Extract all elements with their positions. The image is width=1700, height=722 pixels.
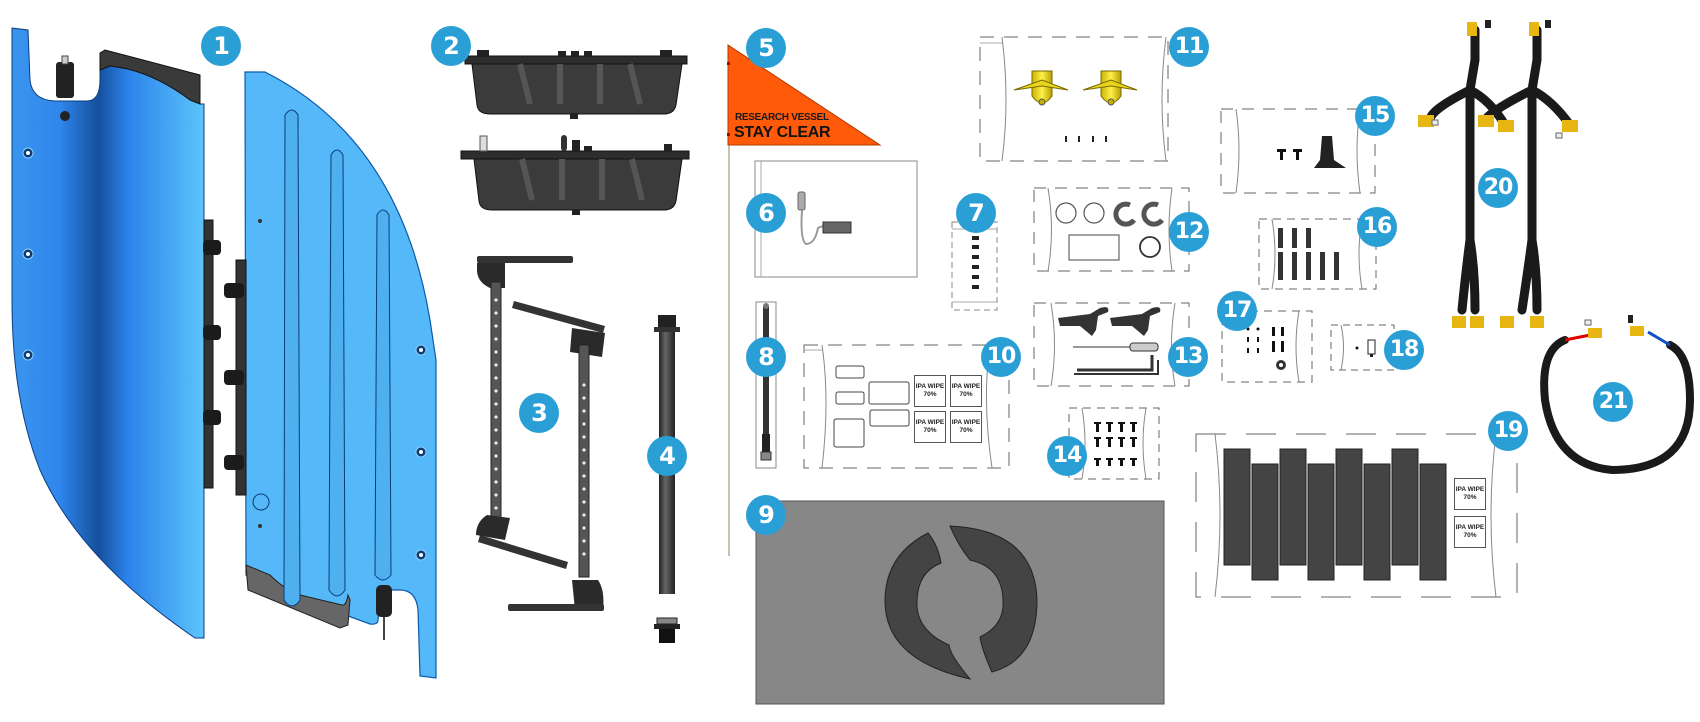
callout-badge-17: 17: [1217, 291, 1257, 331]
wiring-harness-1: [1418, 20, 1514, 328]
mast-pole: [654, 315, 680, 643]
wipe-line2: 70%: [959, 391, 973, 398]
fastener-strip-bag: [951, 221, 998, 311]
callout-badge-16: 16: [1357, 207, 1397, 247]
callout-badge-19: 19: [1488, 411, 1528, 451]
callout-badge-10: 10: [981, 337, 1021, 377]
callout-badge-5: 5: [746, 28, 786, 68]
callout-badge-3: 3: [519, 393, 559, 433]
wipe-line2: 70%: [1463, 532, 1477, 539]
callout-badge-6: 6: [746, 193, 786, 233]
antenna: [755, 301, 777, 469]
connectors-bag: [1258, 218, 1377, 290]
callout-badge-4: 4: [647, 436, 687, 476]
wipe-line2: 70%: [923, 391, 937, 398]
o-rings-bag: [1033, 187, 1190, 272]
wipe-line2: 70%: [923, 427, 937, 434]
callout-badge-2: 2: [431, 26, 471, 66]
wipe-line2: 70%: [959, 427, 973, 434]
callout-badge-11: 11: [1169, 27, 1209, 67]
wipe-line1: IPA WIPE: [951, 419, 981, 426]
callout-badge-15: 15: [1355, 96, 1395, 136]
wipe-line1: IPA WIPE: [951, 383, 981, 390]
enclosure-top: [464, 50, 688, 119]
foam-insert: [755, 500, 1165, 705]
tools-bag: [1033, 302, 1190, 387]
hull-panel-left: [11, 27, 221, 639]
callout-badge-18: 18: [1384, 330, 1424, 370]
wipe-line1: IPA WIPE: [915, 383, 945, 390]
thrusters-bag: [979, 36, 1169, 162]
hull-panel-right: [224, 71, 437, 679]
callout-badge-14: 14: [1047, 436, 1087, 476]
wipe-line1: IPA WIPE: [915, 419, 945, 426]
wiring-harness-2: [1478, 20, 1578, 328]
thruster-left: [1013, 70, 1069, 106]
battery-cable: [1540, 315, 1695, 475]
pads-and-wipes-bag: [1195, 433, 1518, 598]
callout-badge-12: 12: [1169, 212, 1209, 252]
sensor-bag: [1330, 324, 1395, 371]
callout-badge-13: 13: [1168, 337, 1208, 377]
wipe-line1: IPA WIPE: [1455, 486, 1485, 493]
flag-text-line2: STAY CLEAR: [734, 124, 831, 141]
wipe-line1: IPA WIPE: [1455, 524, 1485, 531]
mounting-brackets: [476, 256, 605, 611]
thruster-right: [1082, 70, 1138, 106]
callout-badge-21: 21: [1593, 382, 1633, 422]
mount-bag: [1220, 108, 1376, 194]
callout-badge-20: 20: [1478, 168, 1518, 208]
callout-badge-8: 8: [746, 337, 786, 377]
wipe-line2: 70%: [1463, 494, 1477, 501]
screws-bag: [1068, 407, 1160, 480]
callout-badge-1: 1: [201, 26, 241, 66]
warning-flag: [727, 44, 882, 556]
enclosure-bottom: [460, 135, 690, 215]
callout-badge-9: 9: [746, 495, 786, 535]
callout-badge-7: 7: [956, 193, 996, 233]
flag-text-line1: RESEARCH VESSEL: [735, 112, 829, 123]
